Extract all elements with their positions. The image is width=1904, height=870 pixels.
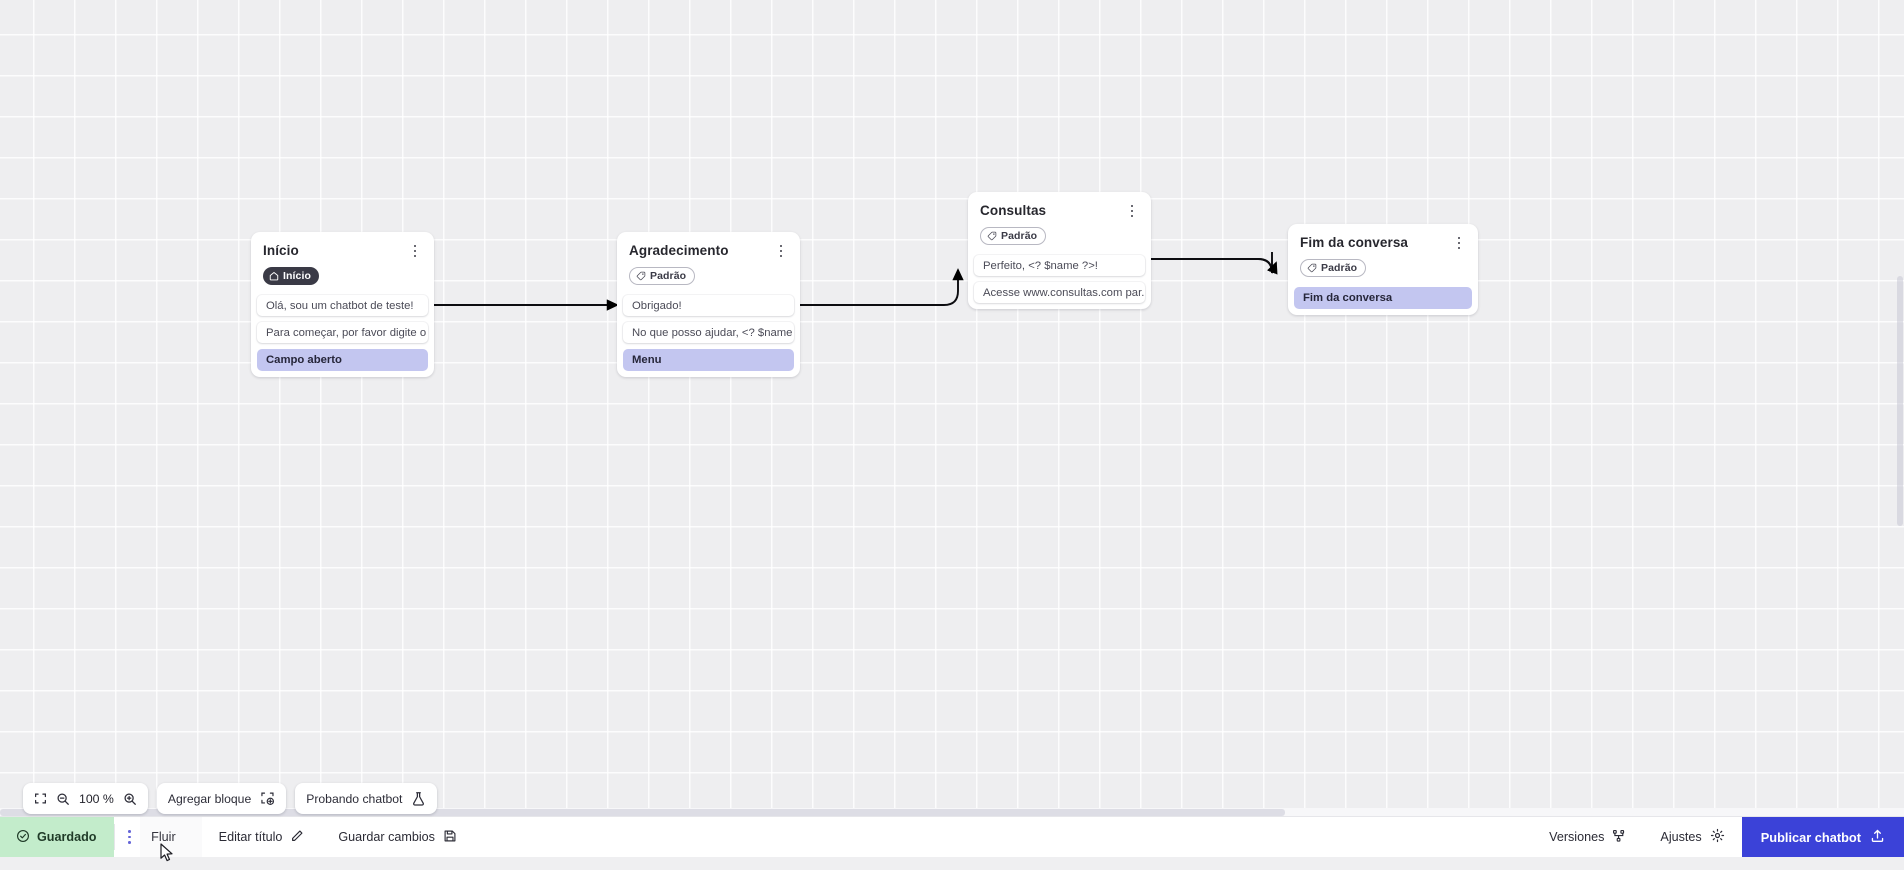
node-message-item[interactable]: Perfeito, <? $name ?>! (974, 255, 1145, 276)
zoom-controls: 100 % (23, 783, 148, 814)
node-menu-button[interactable] (774, 242, 788, 260)
home-icon (269, 271, 279, 281)
flow-node-agradecimento[interactable]: Agradecimento Padrão Obrigado! No que po… (617, 232, 800, 377)
settings-label: Ajustes (1660, 830, 1701, 844)
zoom-in-icon[interactable] (123, 792, 137, 806)
node-badge-default[interactable]: Padrão (629, 267, 695, 285)
check-circle-icon (16, 829, 30, 846)
save-changes-button[interactable]: Guardar cambios (321, 817, 474, 857)
node-badge-label: Padrão (1321, 262, 1357, 274)
node-action-item[interactable]: Campo aberto (257, 349, 428, 371)
save-disk-icon (443, 829, 457, 846)
test-chatbot-button[interactable]: Probando chatbot (295, 783, 437, 814)
node-message-item[interactable]: Olá, sou um chatbot de teste! (257, 295, 428, 316)
spacer (474, 817, 1532, 857)
node-action-item[interactable]: Fim da conversa (1294, 287, 1472, 309)
node-menu-button[interactable] (1125, 202, 1139, 220)
node-header: Consultas (968, 203, 1151, 220)
node-message-item[interactable]: No que posso ajudar, <? $name ... (623, 322, 794, 343)
node-badge-label: Início (283, 270, 311, 282)
node-menu-button[interactable] (1452, 234, 1466, 252)
flow-node-inicio[interactable]: Início Início Olá, sou um chatbot de tes… (251, 232, 434, 377)
flow-tab-label: Fluir (151, 830, 176, 844)
versions-button[interactable]: Versiones (1532, 817, 1643, 857)
zoom-level-label: 100 % (79, 792, 114, 806)
node-action-item[interactable]: Menu (623, 349, 794, 371)
canvas-toolbar: 100 % Agregar bloque Probando chatbot (23, 783, 437, 814)
edit-title-button[interactable]: Editar título (202, 817, 322, 857)
test-chatbot-label: Probando chatbot (306, 792, 402, 806)
pencil-icon (290, 829, 304, 846)
zoom-out-icon[interactable] (56, 792, 70, 806)
add-block-icon (260, 791, 275, 806)
save-changes-label: Guardar cambios (338, 830, 435, 844)
edit-title-label: Editar título (219, 830, 283, 844)
versions-label: Versiones (1549, 830, 1604, 844)
node-badge-row: Início (251, 260, 434, 295)
node-header: Fim da conversa (1288, 235, 1478, 252)
tag-icon (1307, 263, 1317, 273)
node-items: Fim da conversa (1288, 287, 1478, 309)
connector-consultas-fim (1151, 252, 1272, 273)
node-title: Início (263, 243, 299, 258)
fit-screen-icon[interactable] (34, 792, 47, 805)
status-bar: Guardado Fluir Editar título Guardar cam… (0, 816, 1904, 857)
node-title: Fim da conversa (1300, 235, 1408, 250)
add-block-button[interactable]: Agregar bloque (157, 783, 286, 814)
vertical-scrollbar-thumb[interactable] (1897, 276, 1903, 526)
node-badge-row: Padrão (968, 220, 1151, 255)
flask-icon (411, 791, 426, 807)
connector-consultas-fim-tail (1151, 259, 1276, 273)
node-badge-label: Padrão (650, 270, 686, 282)
flow-canvas[interactable]: Início Início Olá, sou um chatbot de tes… (0, 0, 1904, 816)
node-header: Agradecimento (617, 243, 800, 260)
branch-icon (1612, 829, 1626, 846)
node-items: Perfeito, <? $name ?>! Acesse www.consul… (968, 255, 1151, 303)
node-title: Consultas (980, 203, 1046, 218)
gear-icon (1710, 828, 1725, 846)
add-block-label: Agregar bloque (168, 792, 251, 806)
vertical-dots-icon (128, 830, 131, 843)
settings-button[interactable]: Ajustes (1643, 817, 1741, 857)
connector-layer (0, 0, 1904, 816)
flow-node-consultas[interactable]: Consultas Padrão Perfeito, <? $name ?>! … (968, 192, 1151, 309)
node-badge-start[interactable]: Início (263, 267, 319, 285)
connector-agradecimento-consultas (800, 270, 958, 305)
flow-menu-button[interactable] (115, 817, 140, 857)
node-items: Obrigado! No que posso ajudar, <? $name … (617, 295, 800, 371)
upload-icon (1870, 828, 1885, 846)
saved-label: Guardado (37, 830, 96, 844)
node-message-item[interactable]: Para começar, por favor digite o ... (257, 322, 428, 343)
publish-label: Publicar chatbot (1761, 830, 1861, 845)
node-message-item[interactable]: Acesse www.consultas.com par... (974, 282, 1145, 303)
tag-icon (636, 271, 646, 281)
tag-icon (987, 231, 997, 241)
node-title: Agradecimento (629, 243, 729, 258)
node-message-item[interactable]: Obrigado! (623, 295, 794, 316)
node-items: Olá, sou um chatbot de teste! Para começ… (251, 295, 434, 371)
node-badge-row: Padrão (1288, 252, 1478, 287)
node-badge-row: Padrão (617, 260, 800, 295)
node-badge-label: Padrão (1001, 230, 1037, 242)
node-badge-default[interactable]: Padrão (1300, 259, 1366, 277)
node-menu-button[interactable] (408, 242, 422, 260)
saved-status-badge: Guardado (0, 817, 114, 857)
node-header: Início (251, 243, 434, 260)
publish-chatbot-button[interactable]: Publicar chatbot (1742, 817, 1904, 857)
flow-node-fim-da-conversa[interactable]: Fim da conversa Padrão Fim da conversa (1288, 224, 1478, 315)
node-badge-default[interactable]: Padrão (980, 227, 1046, 245)
